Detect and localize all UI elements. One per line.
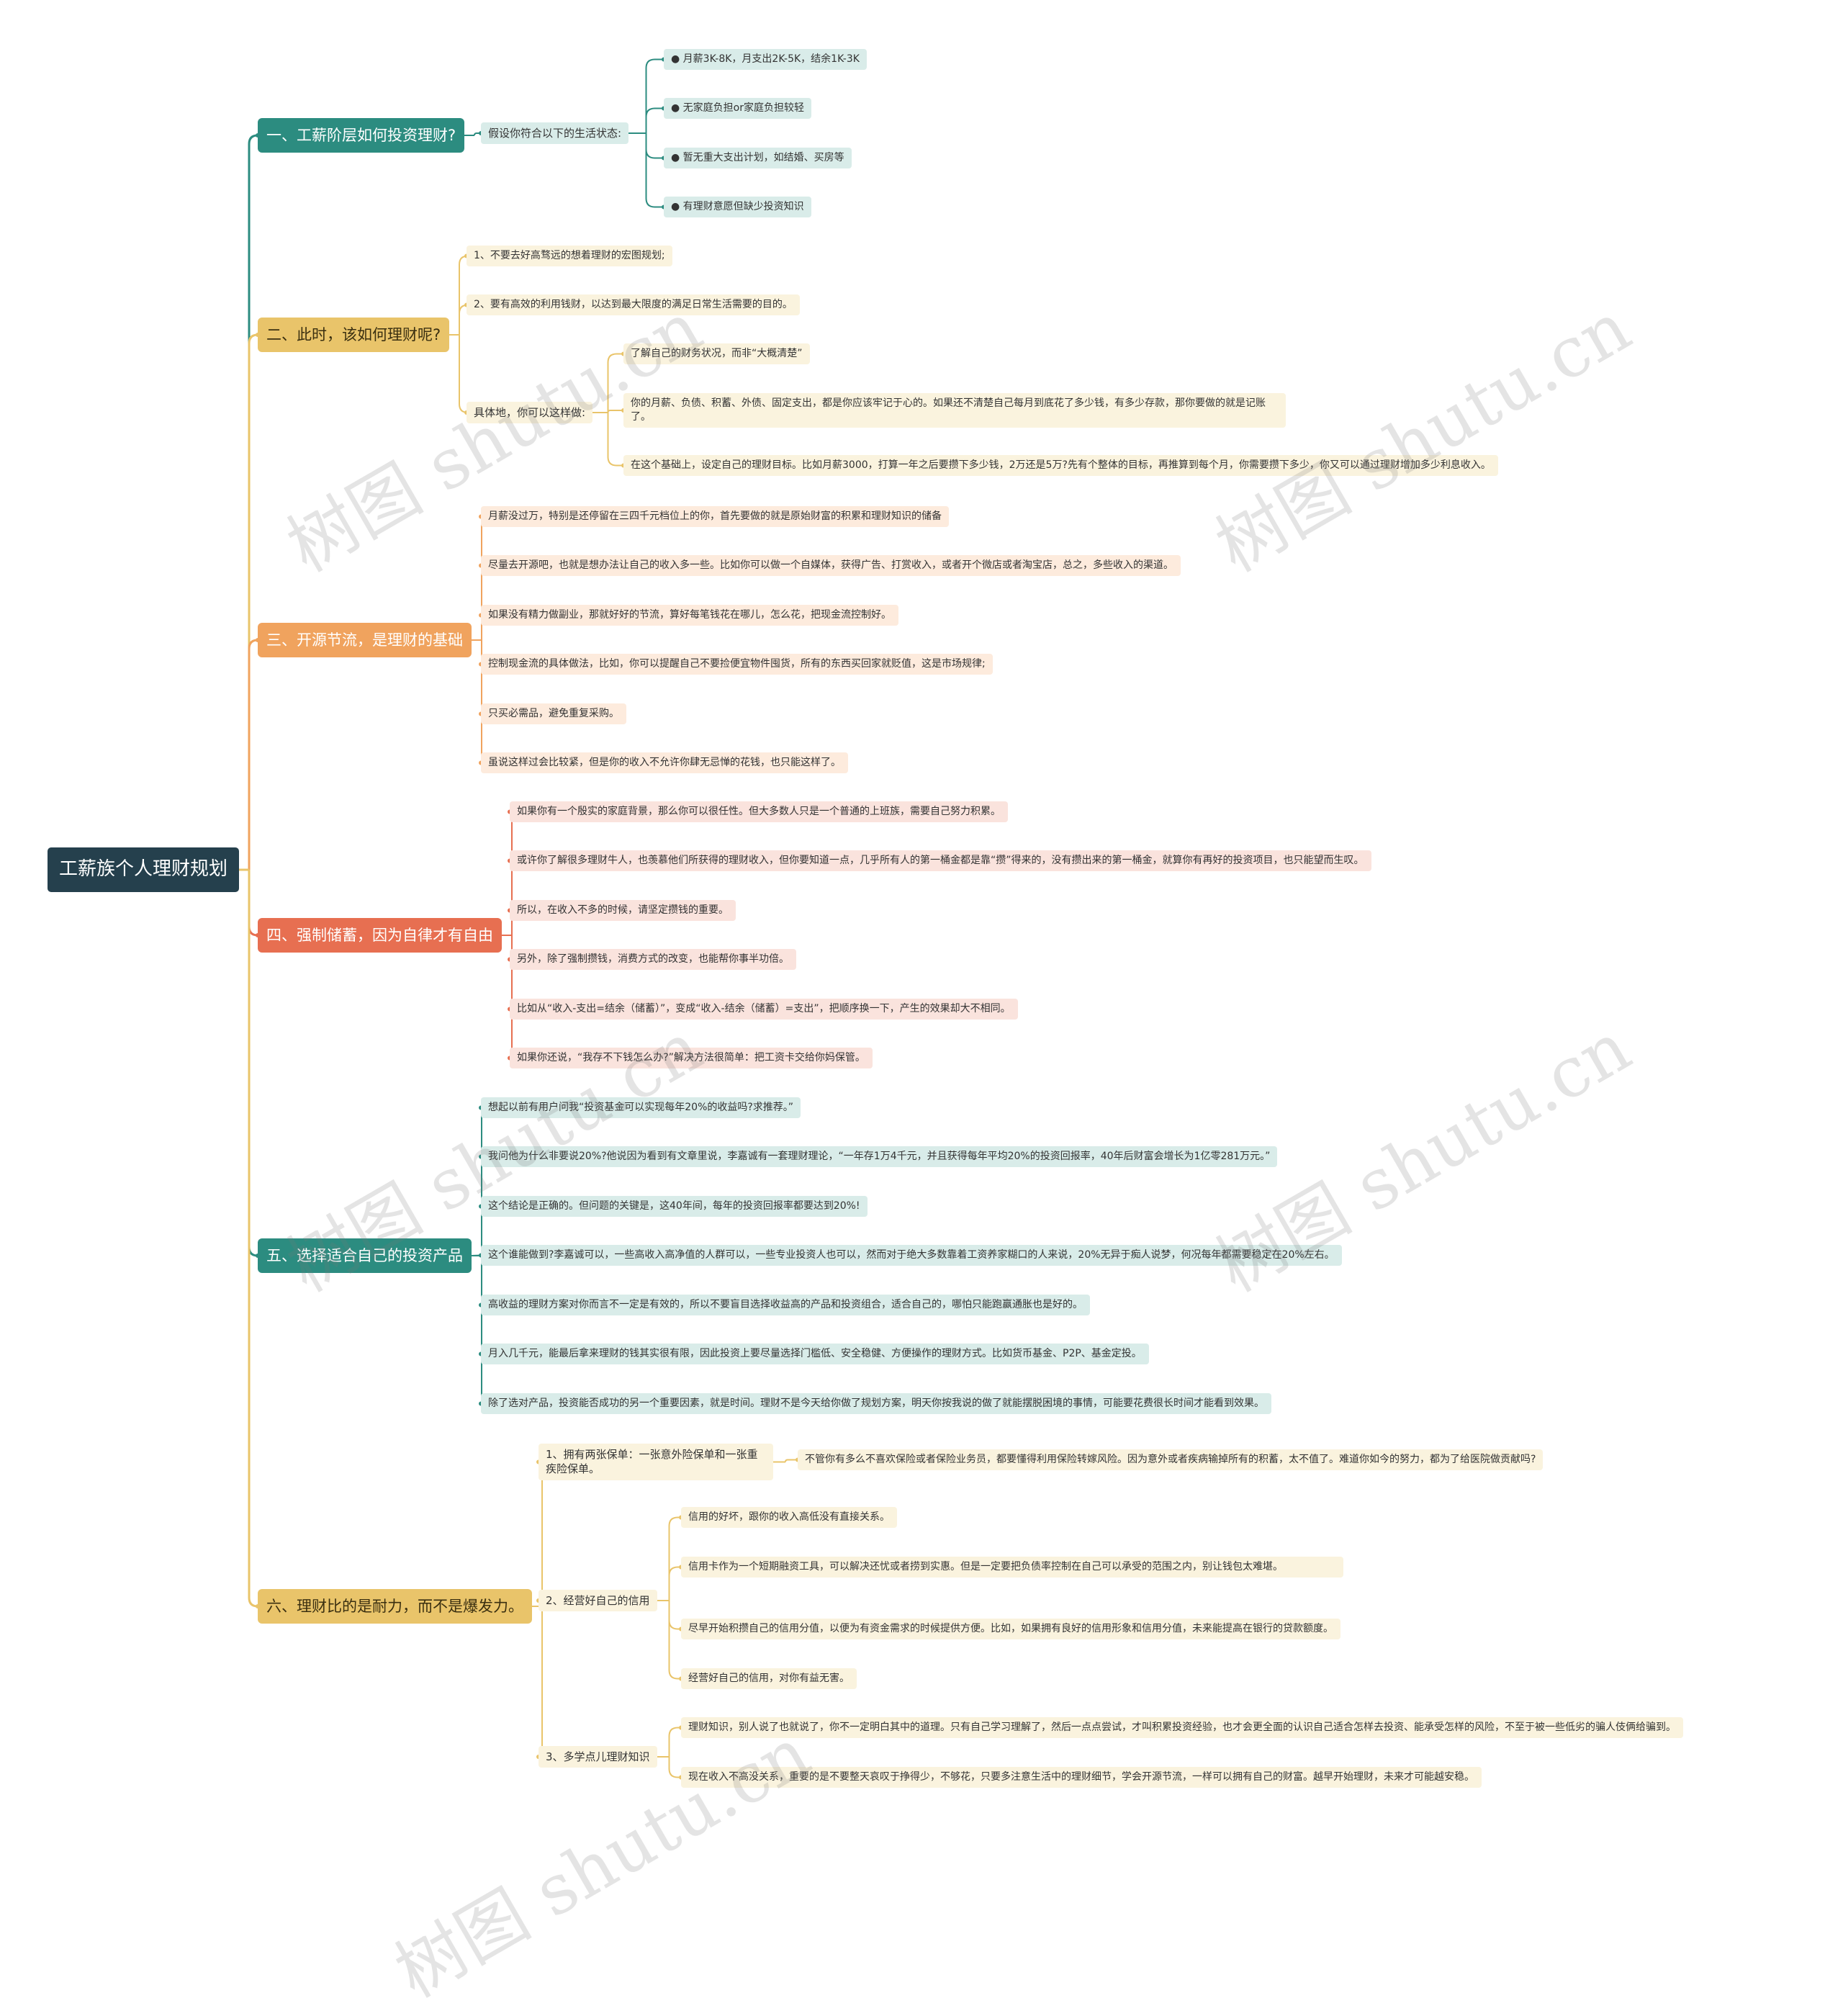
connector-line [464, 132, 481, 136]
branch-2-detail[interactable]: 在这个基础上，设定自己的理财目标。比如月薪3000，打算一年之后要攒下多少钱，2… [623, 455, 1498, 476]
branch-1-sub[interactable]: 假设你符合以下的生活状态: [481, 122, 629, 145]
branch-6-detail[interactable]: 现在收入不高没关系，重要的是不要整天哀叹于挣得少，不够花，只要多注意生活中的理财… [681, 1767, 1482, 1788]
connector-line [657, 1566, 681, 1601]
mind-map-canvas: 工薪族个人理财规划 一、工薪阶层如何投资理财? 假设你符合以下的生活状态: ● … [48, 49, 1683, 2013]
branch-5-item[interactable]: 想起以前有用户问我“投资基金可以实现每年20%的收益吗?求推荐。” [481, 1097, 801, 1118]
branch-4-item[interactable]: 比如从“收入-支出=结余（储蓄）”，变成“收入-结余（储蓄）=支出”，把顺序换一… [510, 999, 1018, 1020]
branch-6-detail[interactable]: 信用卡作为一个短期融资工具，可以解决还忧或者捞到实惠。但是一定要把负债率控制在自… [681, 1557, 1343, 1578]
branch-5-title[interactable]: 五、选择适合自己的投资产品 [258, 1238, 472, 1273]
branch-2-detail[interactable]: 了解自己的财务状况，而非“大概清楚” [623, 343, 810, 364]
branch-6-detail[interactable]: 经营好自己的信用，对你有益无害。 [681, 1668, 857, 1689]
branch-3-item[interactable]: 只买必需品，避免重复采购。 [481, 703, 626, 724]
branch-5-item[interactable]: 我问他为什么非要说20%?他说因为看到有文章里说，李嘉诚有一套理财理论，“一年存… [481, 1146, 1278, 1167]
connector-line [449, 334, 469, 413]
branch-1-title[interactable]: 一、工薪阶层如何投资理财? [258, 118, 465, 153]
root-topic[interactable]: 工薪族个人理财规划 [48, 847, 239, 892]
branch-1-item[interactable]: ● 暂无重大支出计划，如结婚、买房等 [664, 148, 852, 168]
branch-1-item[interactable]: ● 无家庭负担or家庭负担较轻 [664, 98, 811, 119]
branch-5-item[interactable]: 月入几千元，能最后拿来理财的钱其实很有限，因此投资上要尽量选择门槛低、安全稳健、… [481, 1344, 1149, 1364]
connector-line [472, 1255, 491, 1405]
branch-2-item[interactable]: 2、要有高效的利用钱财，以达到最大限度的满足日常生活需要的目的。 [467, 294, 800, 315]
branch-5-item[interactable]: 高收益的理财方案对你而言不一定是有效的，所以不要盲目选择收益高的产品和投资组合，… [481, 1295, 1090, 1315]
branch-6-detail[interactable]: 尽早开始积攒自己的信用分值，以便为有资金需求的时候提供方便。比如，如果拥有良好的… [681, 1619, 1340, 1639]
branch-3-item[interactable]: 如果没有精力做副业，那就好好的节流，算好每笔钱花在哪儿，怎么花，把现金流控制好。 [481, 605, 898, 626]
branch-6-detail[interactable]: 理财知识，别人说了也就说了，你不一定明白其中的道理。只有自己学习理解了，然后一点… [681, 1717, 1683, 1738]
branch-6-sub-knowledge[interactable]: 3、多学点儿理财知识 [539, 1746, 657, 1768]
branch-2-sub[interactable]: 具体地，你可以这样做: [467, 402, 593, 424]
connector-lines [239, 57, 800, 1780]
connector-line [657, 1756, 681, 1778]
branch-5-item[interactable]: 这个谁能做到?李嘉诚可以，一些高收入高净值的人群可以，一些专业投资人也可以，然而… [481, 1245, 1342, 1266]
branch-4-item[interactable]: 或许你了解很多理财牛人，也羡慕他们所获得的理财收入，但你要知道一点，几乎所有人的… [510, 850, 1371, 871]
connector-line [657, 1727, 681, 1758]
connector-line [532, 1461, 551, 1607]
branch-3-title[interactable]: 三、开源节流，是理财的基础 [258, 623, 472, 657]
branch-2-item[interactable]: 1、不要去好高骛远的想着理财的宏图规划; [467, 246, 672, 266]
branch-6-detail[interactable]: 不管你有多么不喜欢保险或者保险业务员，都要懂得利用保险转嫁风险。因为意外或者疾病… [798, 1449, 1544, 1470]
connector-line [773, 1459, 798, 1463]
branch-3-item[interactable]: 控制现金流的具体做法，比如，你可以提醒自己不要捡便宜物件囤货，所有的东西买回家就… [481, 654, 993, 675]
branch-6-sub-insurance[interactable]: 1、拥有两张保单：一张意外险保单和一张重疾险保单。 [539, 1444, 773, 1480]
connector-line [628, 132, 664, 208]
branch-4-item[interactable]: 如果你有一个殷实的家庭背景，那么你可以很任性。但大多数人只是一个普通的上班族，需… [510, 801, 1008, 822]
branch-1-item[interactable]: ● 月薪3K-8K，月支出2K-5K，结余1K-3K [664, 49, 867, 70]
connector-line [592, 353, 623, 413]
connector-line [239, 639, 258, 871]
branch-5-item[interactable]: 除了选对产品，投资能否成功的另一个重要因素，就是时间。理财不是今天给你做了规划方… [481, 1393, 1271, 1414]
connector-line [532, 1606, 551, 1758]
connector-line [592, 412, 623, 467]
branch-1-item[interactable]: ● 有理财意愿但缺少投资知识 [664, 197, 811, 217]
branch-2-detail[interactable]: 你的月薪、负债、积蓄、外债、固定支出，都是你应该牢记于心的。如果还不清楚自己每月… [623, 393, 1286, 428]
branch-4-item[interactable]: 如果你还说，“我存不下钱怎么办?”解决方法很简单：把工资卡交给你妈保管。 [510, 1048, 873, 1068]
connector-line [239, 868, 258, 1608]
branch-2-title[interactable]: 二、此时，该如何理财呢? [258, 318, 450, 352]
branch-4-title[interactable]: 四、强制储蓄，因为自律才有自由 [258, 918, 502, 953]
branch-3-item[interactable]: 虽说这样过会比较紧，但是你的收入不允许你肆无忌惮的花钱，也只能这样了。 [481, 752, 848, 773]
branch-4-item[interactable]: 另外，除了强制攒钱，消费方式的改变，也能帮你事半功倍。 [510, 949, 796, 970]
connector-line [657, 1600, 681, 1680]
branch-4-item[interactable]: 所以，在收入不多的时候，请坚定攒钱的重要。 [510, 900, 736, 921]
branch-6-title[interactable]: 六、理财比的是耐力，而不是爆发力。 [258, 1589, 532, 1624]
branch-3-item[interactable]: 尽量去开源吧，也就是想办法让自己的收入多一些。比如你可以做一个自媒体，获得广告、… [481, 555, 1181, 576]
branch-6-sub-credit[interactable]: 2、经营好自己的信用 [539, 1590, 657, 1612]
branch-3-item[interactable]: 月薪没过万，特别是还停留在三四千元档位上的你，首先要做的就是原始财富的积累和理财… [481, 506, 949, 527]
branch-5-item[interactable]: 这个结论是正确的。但问题的关键是，这40年间，每年的投资回报率都要达到20%! [481, 1196, 868, 1217]
branch-6-detail[interactable]: 信用的好坏，跟你的收入高低没有直接关系。 [681, 1507, 897, 1528]
